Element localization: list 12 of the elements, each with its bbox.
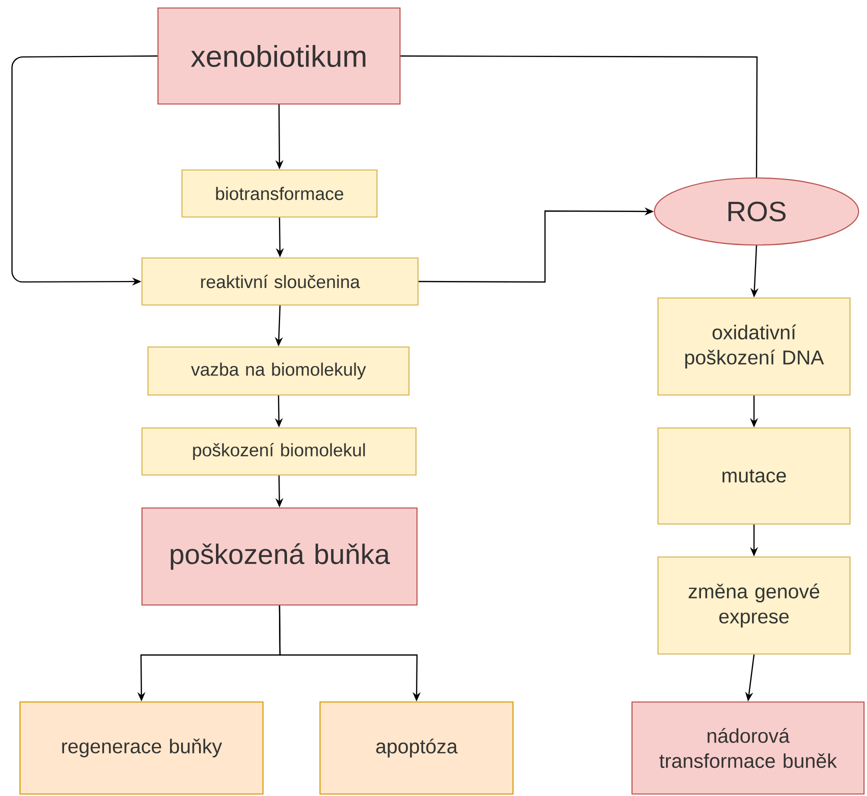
process-box: mutace [657,427,851,525]
process-box: poškozená buňka [141,507,418,606]
process-box: reaktivní sloučenina [141,257,419,306]
process-box: biotransformace [181,169,378,218]
process-box: xenobiotikum [157,7,401,105]
process-box: poškození biomolekul [141,427,417,476]
process-box: regenerace buňky [19,701,264,795]
process-box: apoptóza [319,701,514,795]
process-box: vazba na biomolekuly [147,346,410,396]
process-box: oxidativní poškození DNA [657,297,851,396]
process-box: změna genové exprese [657,556,851,655]
process-box: nádorová transformace buněk [631,701,865,795]
